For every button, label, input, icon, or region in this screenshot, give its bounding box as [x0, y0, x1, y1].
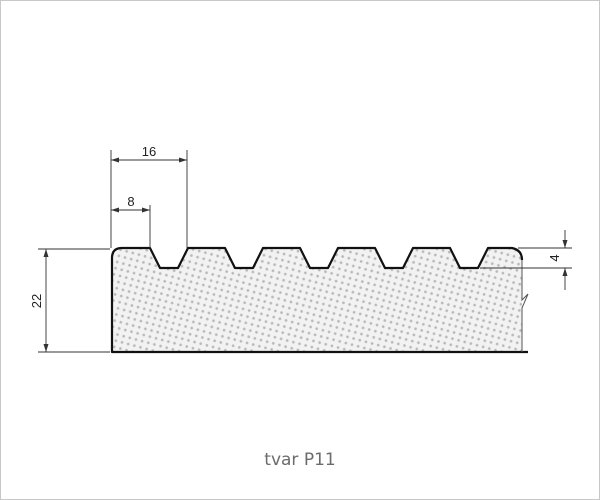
- profile-outline: [110, 246, 528, 354]
- profile-dot-texture: [112, 248, 522, 352]
- dimension-pitch: 16: [110, 144, 188, 248]
- dimension-label-tooth-width: 8: [127, 194, 134, 209]
- dimension-profile-height: 22: [29, 248, 110, 353]
- dimension-groove-depth: 4: [480, 230, 572, 290]
- dimension-tooth-width: 8: [111, 194, 151, 248]
- dimension-label-profile-height: 22: [29, 294, 44, 308]
- dimension-label-pitch: 16: [142, 144, 156, 159]
- dimension-label-groove-depth: 4: [547, 254, 562, 261]
- break-line: [521, 260, 529, 352]
- profile-caption: tvar P11: [264, 450, 336, 470]
